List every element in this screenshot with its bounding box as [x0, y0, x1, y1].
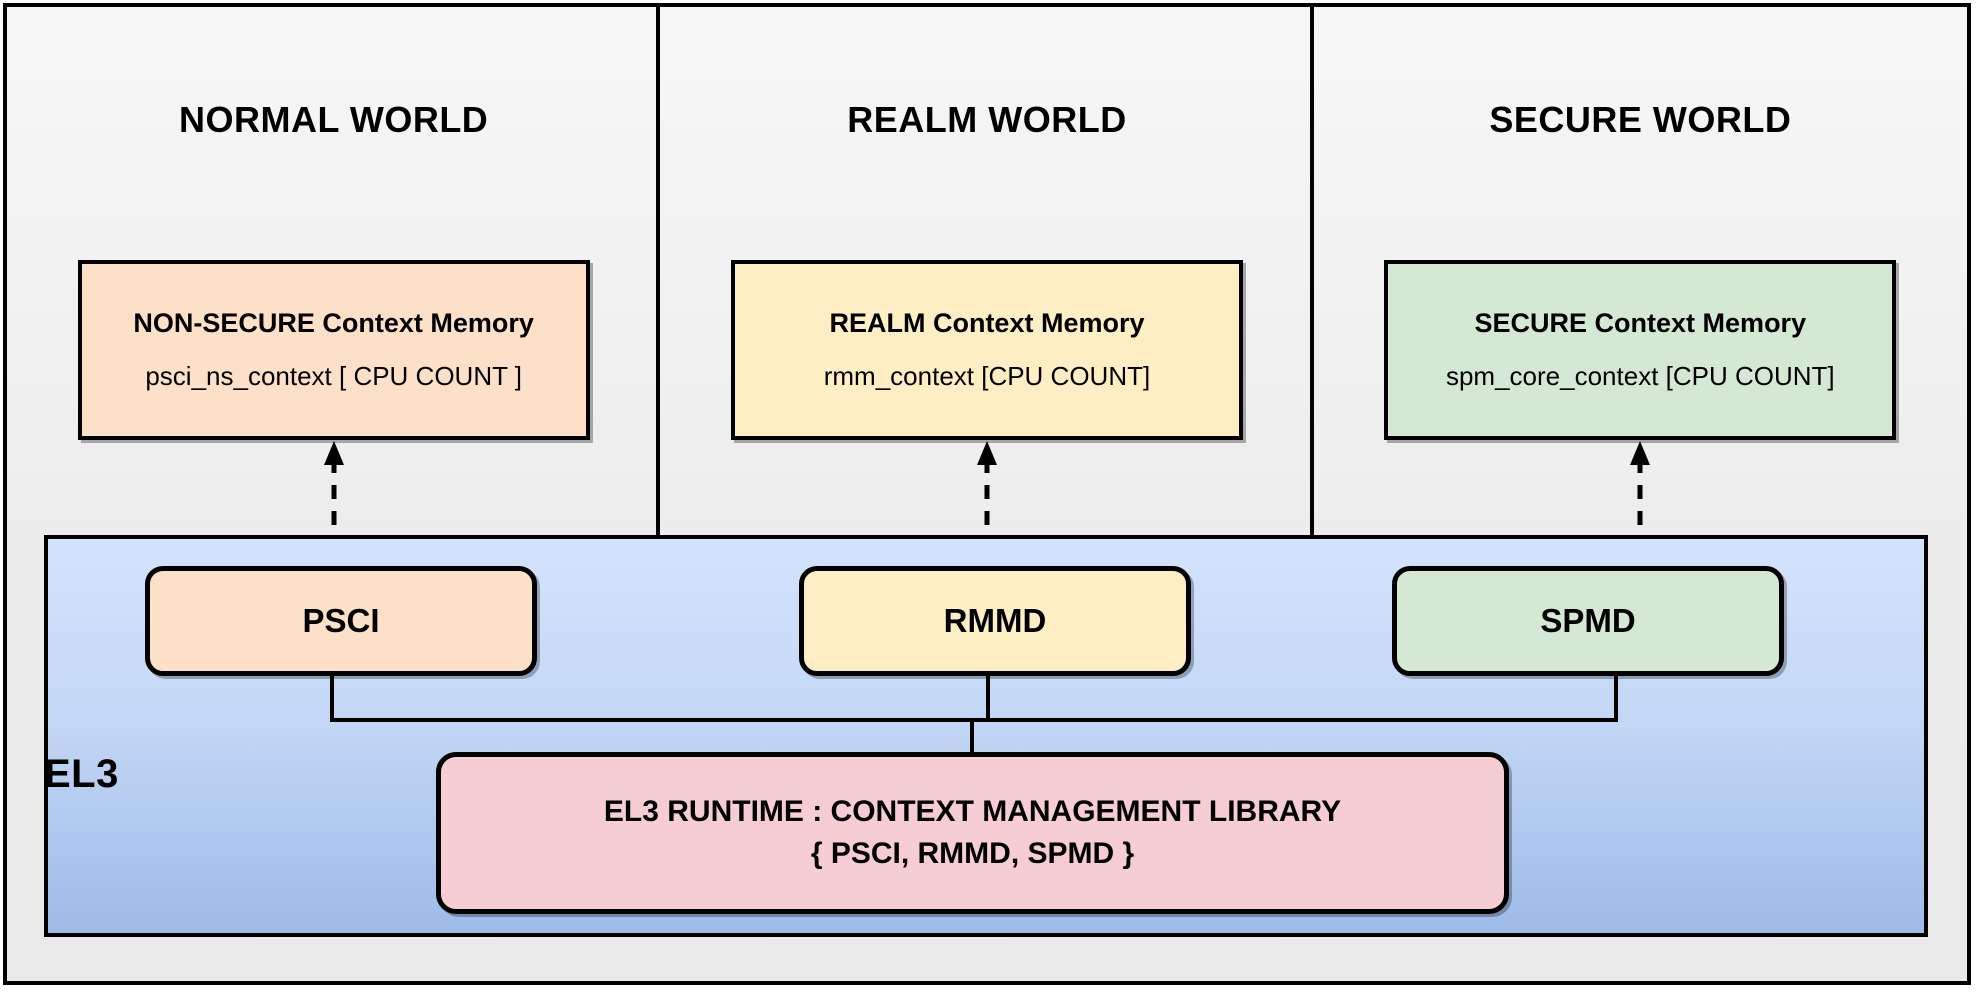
dispatcher-box-rmmd[interactable]: RMMD — [799, 566, 1191, 676]
dispatcher-label-rmmd: RMMD — [943, 602, 1047, 639]
world-columns: NORMAL WORLD NON-SECURE Context Memory p… — [7, 7, 1967, 567]
world-title-realm: REALM WORLD — [847, 99, 1127, 140]
context-memory-box-secure: SECURE Context Memory spm_core_context [… — [1384, 260, 1897, 440]
el3-runtime-library-box[interactable]: EL3 RUNTIME : CONTEXT MANAGEMENT LIBRARY… — [436, 752, 1509, 914]
dispatcher-box-psci[interactable]: PSCI — [145, 566, 537, 676]
context-memory-box-non-secure: NON-SECURE Context Memory psci_ns_contex… — [77, 260, 590, 440]
context-memory-box-realm: REALM Context Memory rmm_context [CPU CO… — [730, 260, 1243, 440]
dispatcher-label-spmd: SPMD — [1540, 602, 1636, 639]
context-memory-subtitle-non-secure: psci_ns_context [ CPU COUNT ] — [145, 361, 522, 391]
context-memory-subtitle-realm: rmm_context [CPU COUNT] — [823, 361, 1151, 391]
library-title-line2: { PSCI, RMMD, SPMD } — [810, 837, 1135, 870]
world-column-secure: SECURE WORLD SECURE Context Memory spm_c… — [1314, 7, 1967, 567]
world-column-normal: NORMAL WORLD NON-SECURE Context Memory p… — [7, 7, 661, 567]
context-memory-title-non-secure: NON-SECURE Context Memory — [133, 308, 534, 338]
context-memory-title-secure: SECURE Context Memory — [1474, 308, 1807, 338]
context-memory-subtitle-secure: spm_core_context [CPU COUNT] — [1445, 361, 1835, 391]
context-memory-title-realm: REALM Context Memory — [829, 308, 1145, 338]
dispatcher-box-spmd[interactable]: SPMD — [1392, 566, 1784, 676]
world-title-secure: SECURE WORLD — [1489, 99, 1792, 140]
dispatcher-label-psci: PSCI — [302, 602, 380, 639]
library-title-line1: EL3 RUNTIME : CONTEXT MANAGEMENT LIBRARY — [603, 795, 1342, 828]
el3-label: EL3 — [44, 752, 119, 796]
world-title-normal: NORMAL WORLD — [179, 99, 489, 140]
world-column-realm: REALM WORLD REALM Context Memory rmm_con… — [660, 7, 1314, 567]
